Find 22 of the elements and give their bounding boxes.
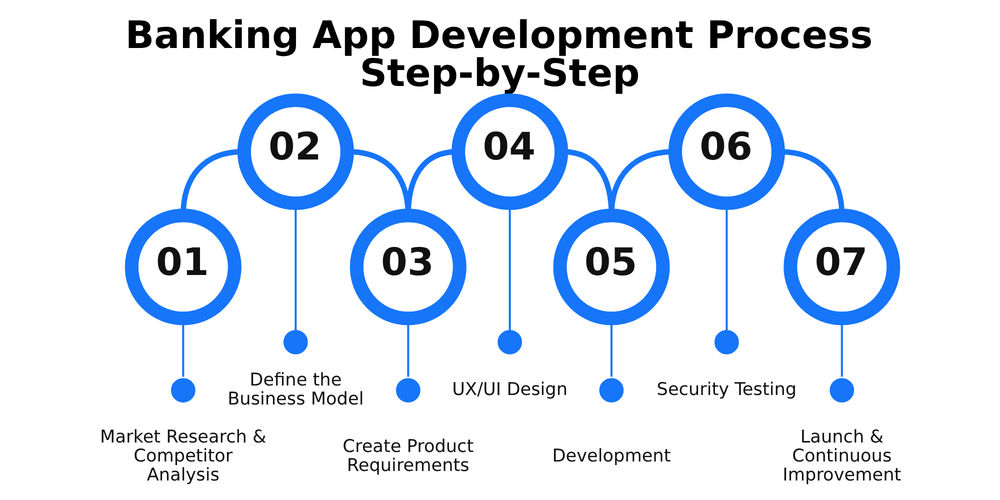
node-circle xyxy=(170,378,196,402)
node-circle: 05 xyxy=(553,208,670,326)
node-circle: 06 xyxy=(668,93,785,210)
node-circle xyxy=(830,378,854,402)
node-circle xyxy=(396,378,420,402)
node-label: Security Testing xyxy=(656,380,797,400)
diagram-title: Banking App Development Process Step-by-Step xyxy=(125,12,873,95)
node-label: Launch & Continuous Improvement xyxy=(782,427,902,486)
node-circle: 07 xyxy=(784,208,900,326)
node-label: UX/UI Design xyxy=(452,380,568,400)
node-circle: 04 xyxy=(452,93,568,210)
node-circle: 03 xyxy=(350,208,466,326)
node-label: Create Product Requirements xyxy=(342,436,474,476)
node-circle xyxy=(283,330,308,354)
node-circle xyxy=(498,330,522,354)
node-label: Development xyxy=(552,446,671,466)
node-circle: 01 xyxy=(124,208,242,326)
node-circle xyxy=(599,378,624,402)
node-label: Market Research & Competitor Analysis xyxy=(100,427,266,486)
node-circle: 02 xyxy=(237,93,354,210)
node-label: Define the Business Model xyxy=(228,370,364,410)
node-circle xyxy=(714,330,739,354)
